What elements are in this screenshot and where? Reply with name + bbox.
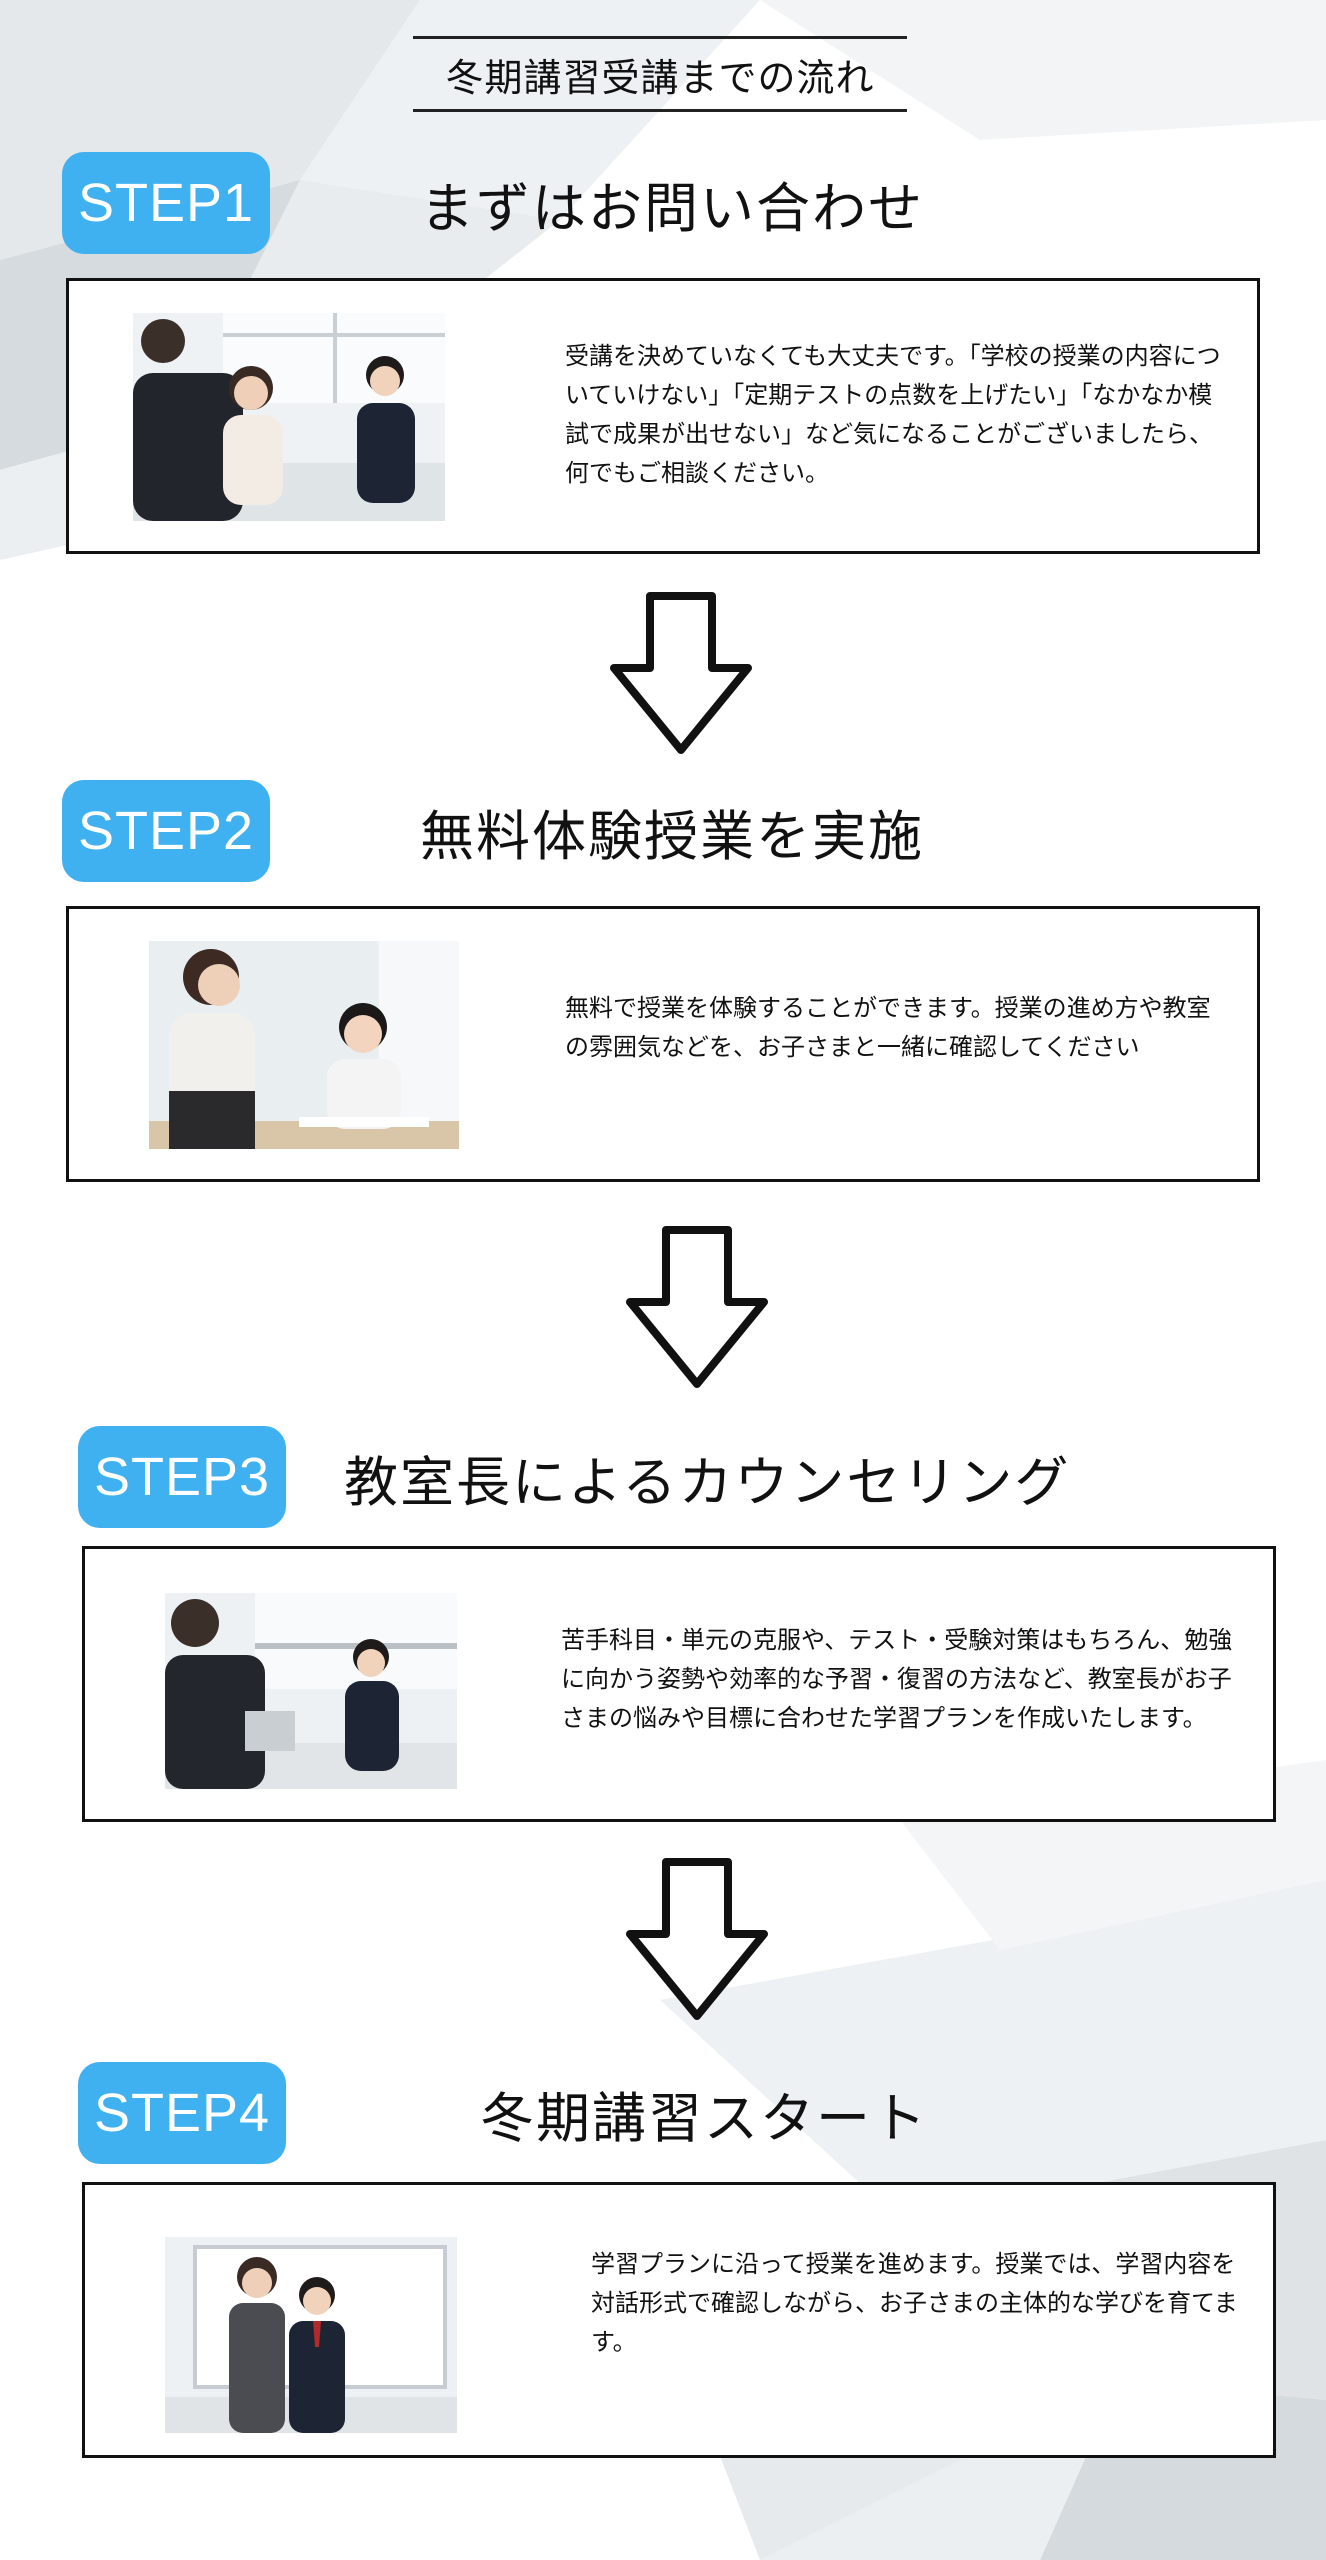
- step-title: 無料体験授業を実施: [420, 804, 924, 868]
- step-3: STEP3 教室長によるカウンセリング 苦手科目・単元の克服や、テスト・受験対策…: [0, 1426, 1326, 1826]
- page-title: 冬期講習受講までの流れ: [413, 36, 907, 112]
- down-arrow-icon: [626, 1858, 768, 2020]
- step-title: まずはお問い合わせ: [420, 176, 924, 240]
- step-badge: STEP4: [78, 2062, 286, 2164]
- step-card: 苦手科目・単元の克服や、テスト・受験対策はもちろん、勉強に向かう姿勢や効率的な予…: [82, 1546, 1276, 1822]
- step-description: 学習プランに沿って授業を進めます。授業では、学習内容を対話形式で確認しながら、お…: [591, 2250, 1238, 2356]
- step-title: 冬期講習スタート: [480, 2086, 928, 2150]
- step-4: STEP4 冬期講習スタート 学習プランに沿って授業を進めます。授業では、学習内…: [0, 2062, 1326, 2462]
- trial-lesson-photo: [149, 941, 459, 1149]
- step-title: 教室長によるカウンセリング: [344, 1450, 1071, 1514]
- course-start-photo: [165, 2237, 457, 2433]
- step-badge: STEP1: [62, 152, 270, 254]
- step-card: 学習プランに沿って授業を進めます。授業では、学習内容を対話形式で確認しながら、お…: [82, 2182, 1276, 2458]
- step-badge: STEP3: [78, 1426, 286, 1528]
- step-1: STEP1 まずはお問い合わせ 受講を決めていなくても大丈夫です。「学校の授業の…: [0, 152, 1326, 554]
- step-badge: STEP2: [62, 780, 270, 882]
- down-arrow-icon: [610, 592, 752, 754]
- step-description: 受講を決めていなくても大丈夫です。「学校の授業の内容についていけない」「定期テス…: [565, 342, 1221, 487]
- counseling-photo: [165, 1593, 457, 1789]
- step-description: 苦手科目・単元の克服や、テスト・受験対策はもちろん、勉強に向かう姿勢や効率的な予…: [561, 1626, 1233, 1732]
- step-2: STEP2 無料体験授業を実施 無料で授業を体験することができます。授業の進め方…: [0, 780, 1326, 1182]
- consultation-photo: [133, 313, 445, 521]
- step-description: 無料で授業を体験することができます。授業の進め方や教室の雰囲気などを、お子さまと…: [565, 994, 1211, 1061]
- down-arrow-icon: [626, 1226, 768, 1388]
- step-card: 受講を決めていなくても大丈夫です。「学校の授業の内容についていけない」「定期テス…: [66, 278, 1260, 554]
- step-card: 無料で授業を体験することができます。授業の進め方や教室の雰囲気などを、お子さまと…: [66, 906, 1260, 1182]
